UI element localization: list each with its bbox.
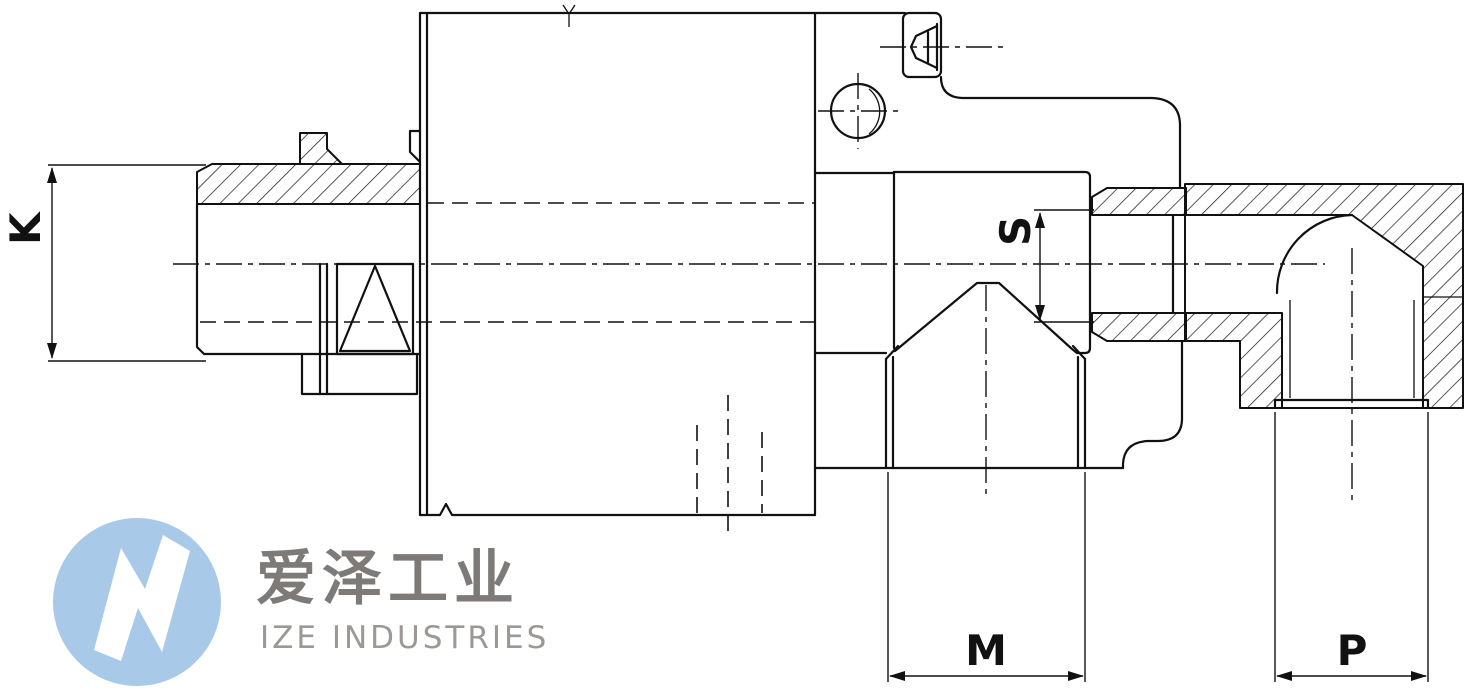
left-shaft	[195, 129, 422, 396]
dimension-p-label: P	[1337, 626, 1368, 675]
elbow-section	[1184, 183, 1464, 409]
stub-thread-top-section	[1091, 187, 1187, 216]
lower-hex-block	[813, 339, 1184, 470]
stub-thread-bottom-section	[1091, 312, 1187, 342]
logo-cn-text: 爱泽工业	[256, 544, 520, 614]
dimension-k-label: K	[1, 211, 50, 245]
upper-flange	[818, 11, 1182, 190]
logo: 爱泽工业 IZE INDUSTRIES	[53, 518, 549, 686]
axis-lines	[173, 202, 1353, 500]
dimension-p: P	[1274, 412, 1429, 682]
dimension-s-label: S	[991, 216, 1040, 246]
logo-en-text: IZE INDUSTRIES	[260, 620, 549, 656]
shaft-key-section	[299, 132, 343, 165]
dimension-k: K	[1, 164, 206, 362]
main-housing	[418, 4, 907, 531]
dimension-m: M	[887, 472, 1086, 682]
hatched-sections	[196, 132, 1464, 409]
hex-adapter	[813, 170, 1092, 355]
dimension-s: S	[991, 209, 1094, 323]
logo-lightning-icon	[94, 535, 190, 661]
screw-boss	[901, 11, 943, 79]
left-shaft-thread-section	[196, 163, 421, 205]
dimension-m-label: M	[965, 626, 1007, 675]
